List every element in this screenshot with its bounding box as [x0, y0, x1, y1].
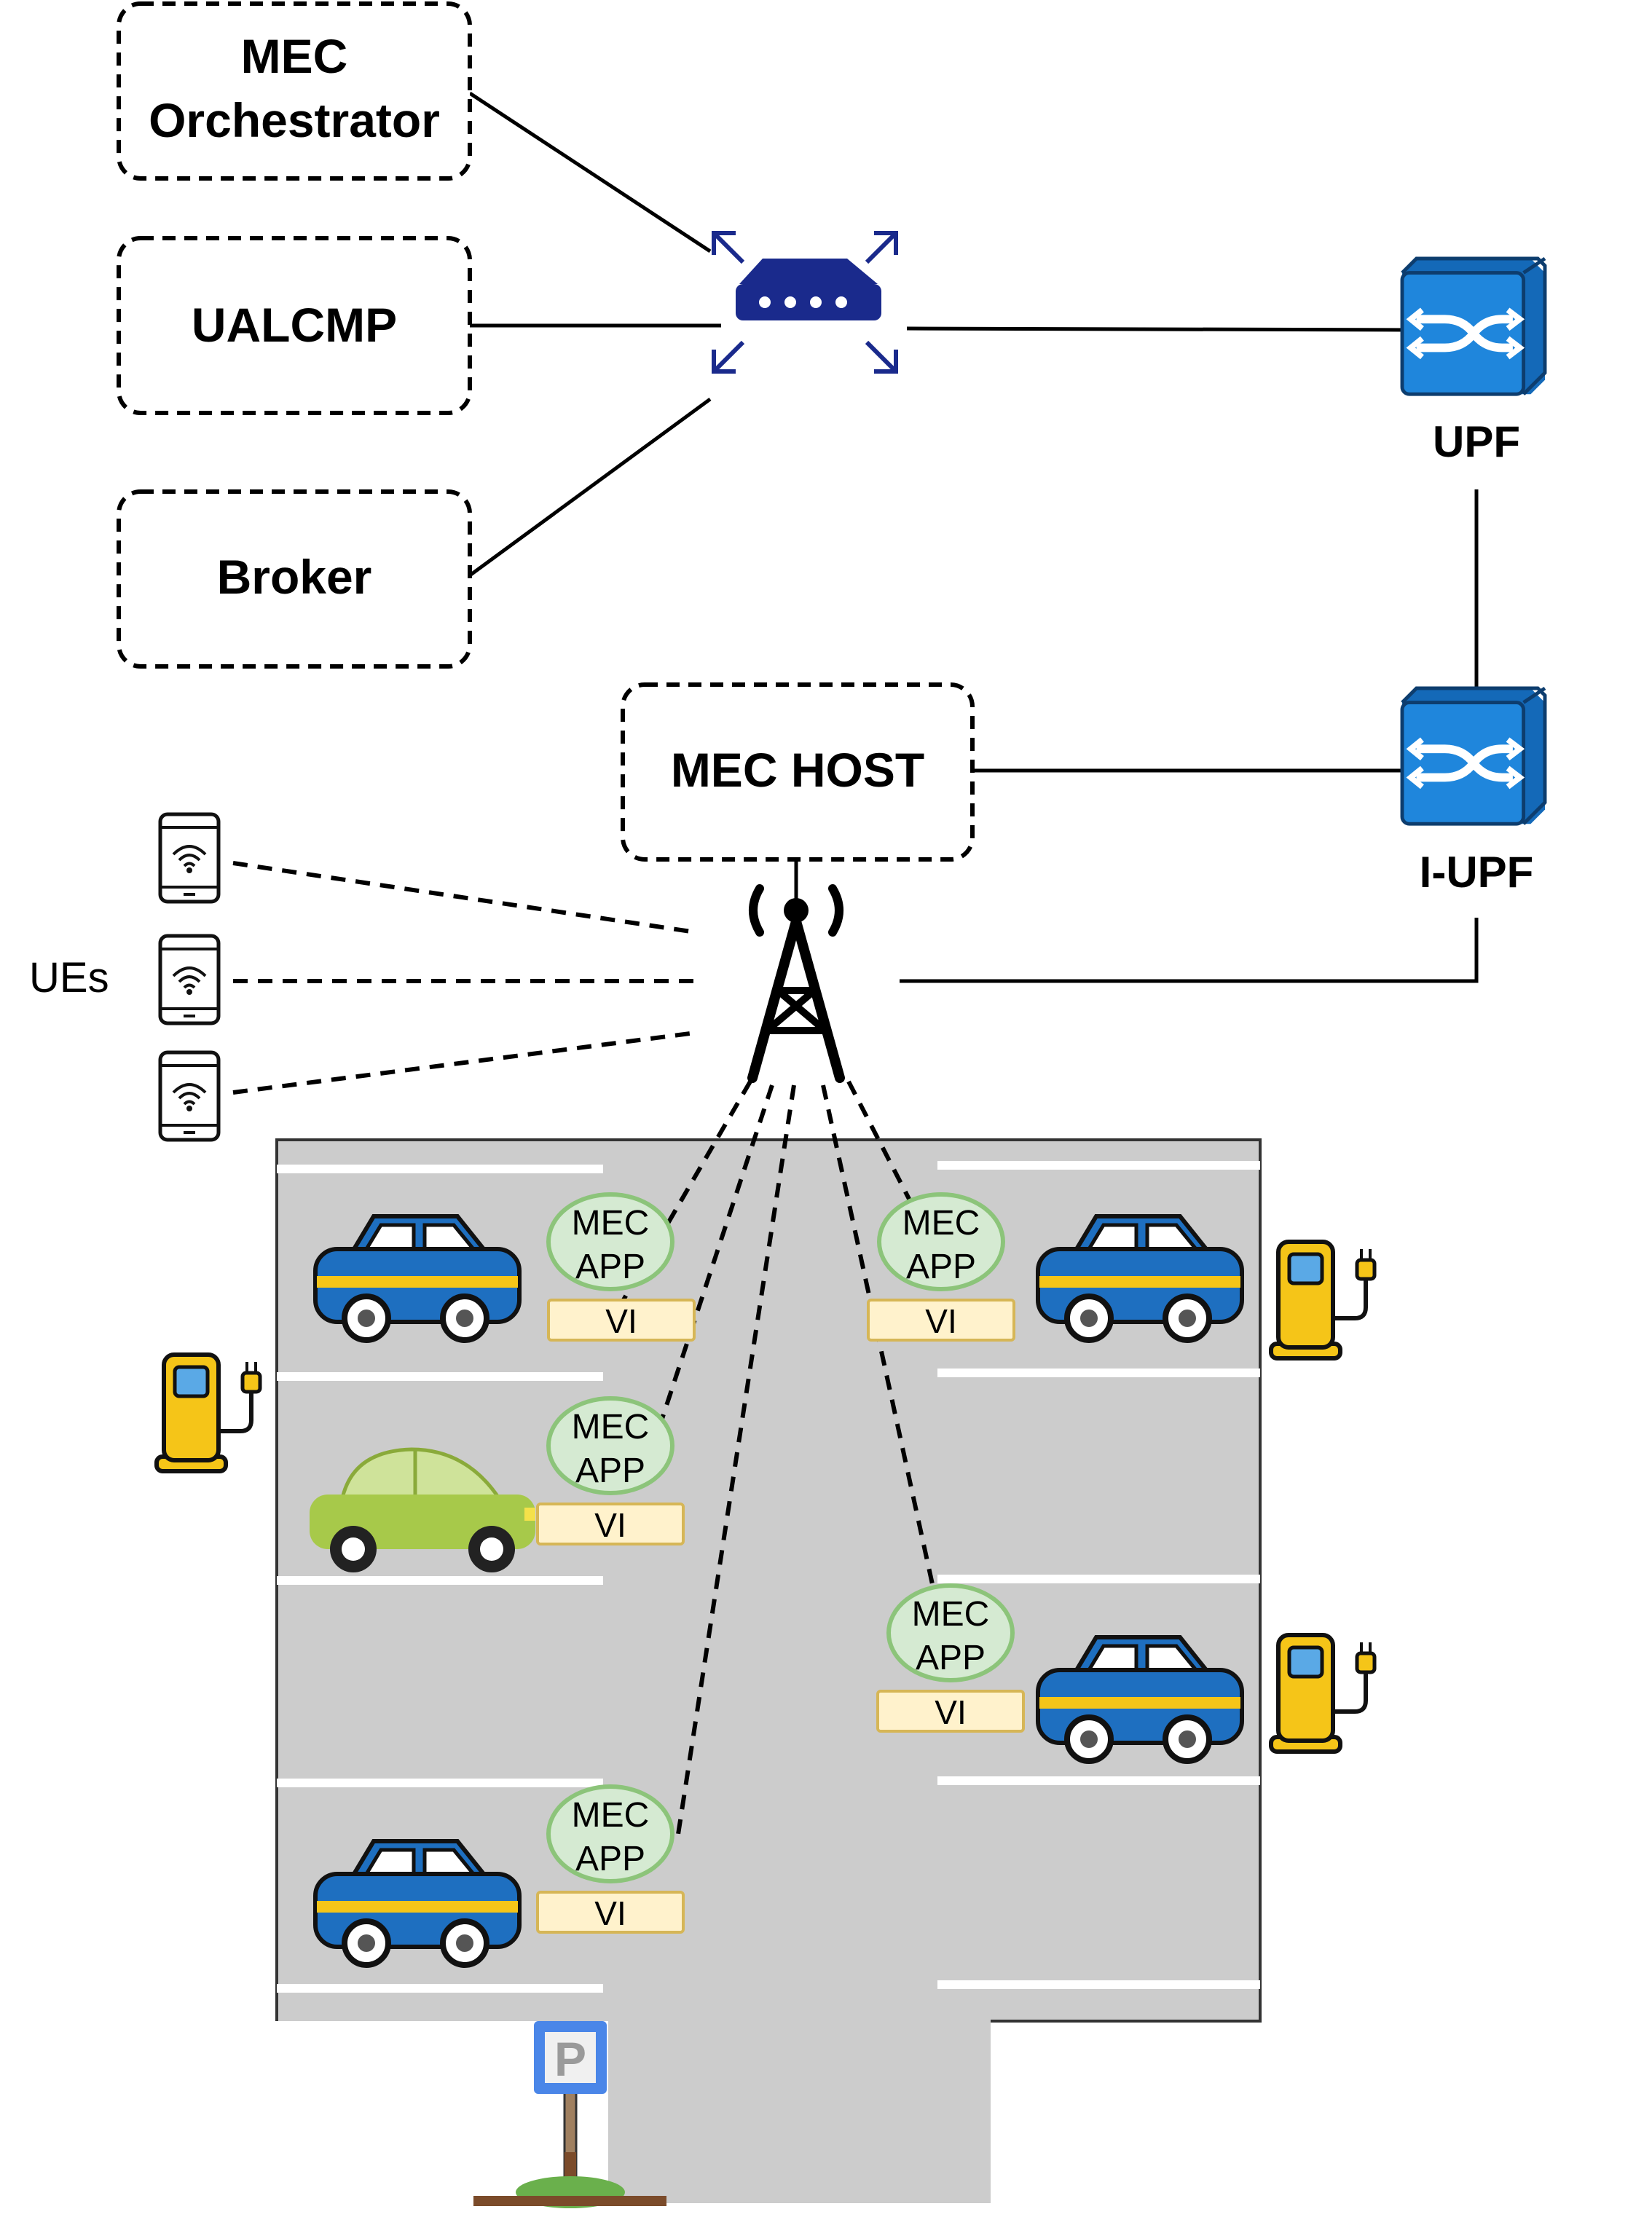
ue-phone-icon — [160, 936, 219, 1023]
mec-app-line1: MEC — [902, 1204, 980, 1243]
mec-orchestrator-box: MEC Orchestrator — [117, 1, 472, 181]
ue-phone-icon — [160, 1052, 219, 1140]
cell-tower-icon — [747, 884, 845, 1083]
mec-app-line1: MEC — [572, 1408, 650, 1446]
parking-sign-icon: P — [473, 2021, 666, 2208]
link-broker-router — [468, 397, 712, 578]
mec-app-line2: APP — [575, 1452, 645, 1490]
ues-label: UEs — [29, 954, 109, 1001]
broker-label: Broker — [217, 550, 372, 604]
upf-label: UPF — [1433, 417, 1520, 466]
mec-app-block: MEC APP VI — [876, 1583, 1025, 1733]
mec-app-line1: MEC — [572, 1204, 650, 1243]
parking-lot — [275, 1138, 1262, 2203]
ue-phone-icon — [160, 814, 219, 902]
network-links — [468, 91, 1479, 983]
mec-host-box: MEC HOST — [621, 682, 975, 862]
vi-label: VI — [935, 1693, 966, 1731]
mec-app-line2: APP — [575, 1248, 645, 1286]
mec-app-line1: MEC — [912, 1595, 990, 1634]
ualcmp-label: UALCMP — [192, 298, 397, 352]
mec-app-line2: APP — [575, 1840, 645, 1878]
link-orchestrator-router — [468, 91, 712, 253]
mec-app-block: MEC APP VI — [546, 1192, 696, 1342]
broker-box: Broker — [117, 489, 472, 669]
ev-charger-icon — [1271, 1635, 1374, 1752]
vi-label: VI — [925, 1302, 956, 1340]
vi-label: VI — [594, 1506, 626, 1544]
parking-sign-letter: P — [554, 2032, 586, 2086]
upf-switch-icon — [1402, 259, 1545, 394]
vi-label: VI — [594, 1894, 626, 1932]
iupf-label: I-UPF — [1420, 848, 1534, 897]
mec-app-block: MEC APP VI — [536, 1784, 685, 1934]
link-router-upf — [906, 326, 1407, 332]
mec-app-line2: APP — [906, 1248, 976, 1286]
iupf-switch-icon — [1402, 688, 1545, 824]
ualcmp-box: UALCMP — [117, 236, 472, 415]
mec-app-block: MEC APP VI — [867, 1192, 1015, 1342]
link-tower-iupf — [900, 918, 1479, 983]
router-icon — [712, 231, 898, 374]
vi-label: VI — [605, 1302, 637, 1340]
orchestrator-label-line1: MEC — [241, 29, 348, 83]
mec-app-block: MEC APP VI — [536, 1396, 685, 1545]
mec-host-label: MEC HOST — [671, 743, 924, 797]
ev-charger-icon — [157, 1355, 260, 1471]
ue-wireless-links — [232, 861, 696, 1095]
mec-app-line2: APP — [916, 1639, 986, 1677]
orchestrator-label-line2: Orchestrator — [149, 93, 440, 147]
mec-app-line1: MEC — [572, 1796, 650, 1835]
ev-charger-icon — [1271, 1242, 1374, 1358]
